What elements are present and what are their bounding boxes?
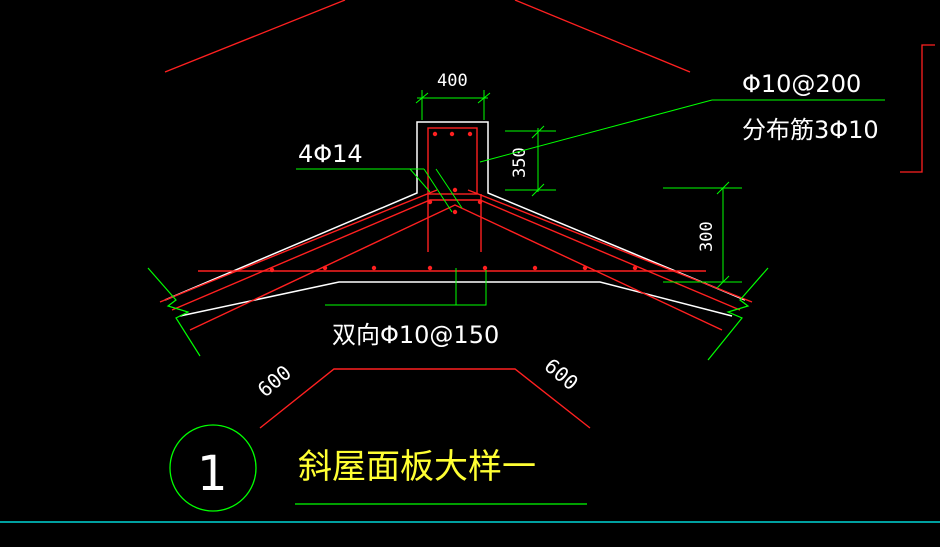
upper-roof-lines bbox=[164, 0, 935, 173]
dim-slab-thickness bbox=[663, 181, 742, 289]
slab-thickness-label: 300 bbox=[697, 221, 717, 252]
detail-number-circle bbox=[169, 424, 257, 512]
top-slab-bar-2 bbox=[189, 204, 723, 331]
leader-slab-rebar bbox=[325, 268, 487, 306]
leader-top-rebar bbox=[479, 99, 885, 163]
detail-number: 1 bbox=[197, 446, 228, 502]
ridge-height-label: 350 bbox=[510, 147, 530, 178]
ridge-width-label: 400 bbox=[437, 71, 468, 91]
right-length-label: 600 bbox=[540, 353, 583, 395]
main-rebar-label: 4Φ14 bbox=[298, 140, 363, 168]
left-length-label: 600 bbox=[253, 360, 296, 402]
drawing-title: 斜屋面板大样一 bbox=[298, 447, 536, 487]
rebar-dots bbox=[269, 131, 638, 273]
concrete-outline bbox=[164, 121, 746, 317]
leader-main-rebar bbox=[296, 168, 463, 213]
top-slab-bar bbox=[171, 199, 741, 311]
distribution-rebar-label: 分布筋3Φ10 bbox=[742, 116, 879, 144]
slab-rebar-label: 双向Φ10@150 bbox=[332, 321, 499, 349]
break-lines bbox=[147, 267, 769, 361]
bent-bar-detail bbox=[259, 368, 591, 429]
ridge-stirrup bbox=[427, 127, 478, 195]
dim-ridge-height bbox=[505, 125, 556, 197]
dim-ridge-width bbox=[415, 90, 491, 120]
top-rebar-label: Φ10@200 bbox=[742, 70, 861, 98]
